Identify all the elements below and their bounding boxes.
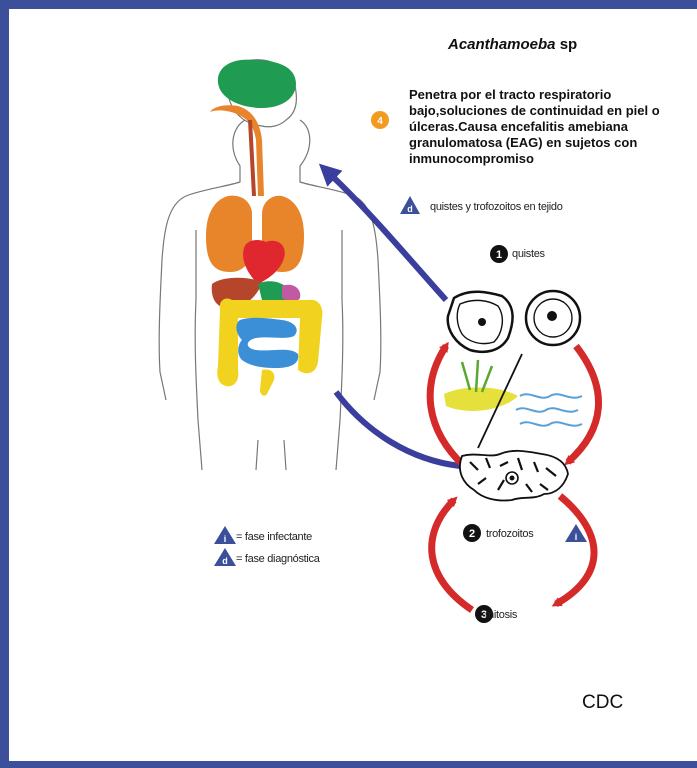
stage2-badge-text: 2 xyxy=(469,528,475,540)
diagram-title: Acanthamoeba sp xyxy=(448,36,577,53)
legend-infective-label: = fase infectante xyxy=(236,531,312,543)
heart-icon xyxy=(243,240,285,284)
cyst-wrinkled-icon xyxy=(448,292,513,352)
legend-diagnostic-badge-text: d xyxy=(222,556,228,566)
cycle-arrow-right-top xyxy=(568,346,599,462)
tissue-badge-text: d xyxy=(407,204,413,214)
route-badge-text: 4 xyxy=(377,116,383,127)
species-suffix: sp xyxy=(556,36,578,53)
genus-name: Acanthamoeba xyxy=(448,36,556,53)
rectum-icon xyxy=(260,369,274,395)
legend-diagnostic-label: = fase diagnóstica xyxy=(236,553,320,565)
source-credit: CDC xyxy=(582,692,623,714)
infective-arrow-lower xyxy=(336,392,460,466)
cyst-round-icon xyxy=(526,291,580,345)
stage2-label: trofozoitos xyxy=(486,528,533,540)
stage2-phase-badge-text: i xyxy=(575,532,578,542)
pancreas-icon xyxy=(282,285,300,302)
small-intestine-icon xyxy=(236,318,298,368)
legend-infective-badge-text: i xyxy=(224,534,227,544)
stage3-label: mitosis xyxy=(485,609,517,621)
stage1-label: quistes xyxy=(512,248,545,260)
water-icon xyxy=(516,394,582,425)
route-note: Penetra por el tracto respiratorio bajo,… xyxy=(409,87,694,167)
stage1-badge-text: 1 xyxy=(496,249,502,261)
cycle-arrow-right-bottom xyxy=(556,496,594,604)
tissue-label: quistes y trofozoitos en tejido xyxy=(430,201,563,213)
trophozoite-icon xyxy=(460,451,568,501)
cycle-arrow-left-bottom xyxy=(432,500,472,610)
infective-arrow-upper xyxy=(332,176,446,300)
